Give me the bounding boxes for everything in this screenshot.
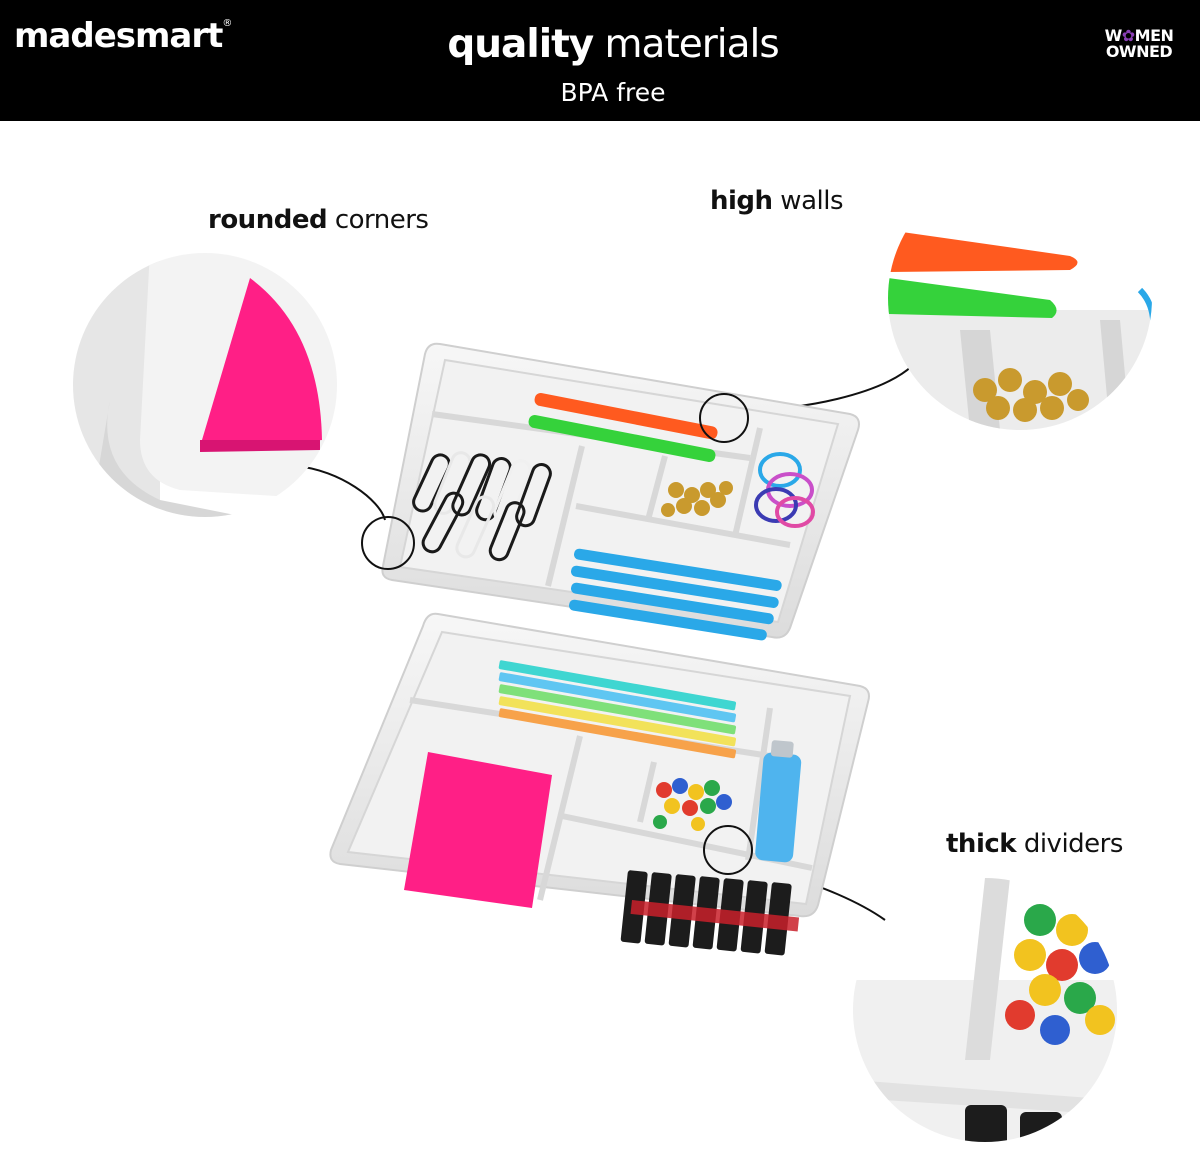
- headline: quality materials: [447, 22, 779, 67]
- highlight-circle-dividers: [703, 825, 753, 875]
- zoom-circle-rounded-corners: [73, 253, 337, 517]
- brand-logo: madesmart®: [14, 16, 232, 56]
- upper-tray: [381, 342, 860, 641]
- women-owned-badge: W✿MEN OWNED: [1104, 26, 1174, 61]
- connector-line-rounded: [295, 465, 386, 521]
- feature-label-high-walls: high walls: [710, 186, 844, 216]
- zoom-circle-thick-dividers: [853, 878, 1117, 1142]
- highlight-circle-high-walls: [699, 393, 749, 443]
- subline: BPA free: [560, 78, 666, 107]
- feature-label-thick-dividers: thick dividers: [946, 829, 1123, 859]
- feature-label-rounded-corners: rounded corners: [208, 205, 429, 235]
- zoom-circle-high-walls: [888, 166, 1152, 430]
- header-banner: madesmart® quality materials BPA free W✿…: [0, 0, 1200, 121]
- lower-tray: [329, 612, 870, 956]
- highlight-circle-rounded: [361, 516, 415, 570]
